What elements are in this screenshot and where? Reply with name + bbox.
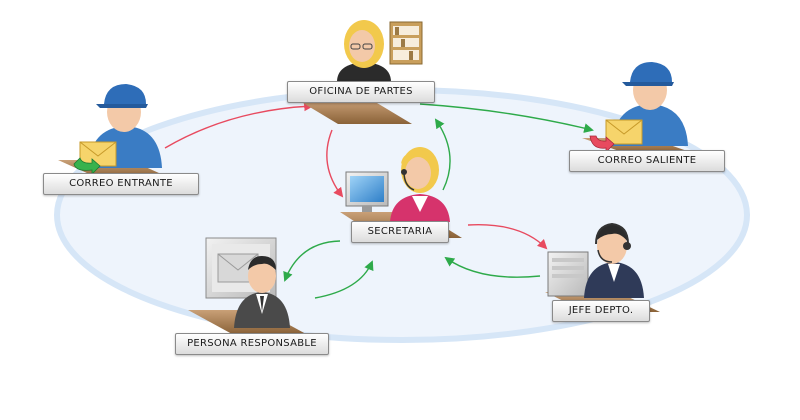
- arrow-oficina-to-saliente: [419, 103, 594, 133]
- label-secretaria: SECRETARIA: [351, 221, 449, 243]
- persona-responsable-node: [188, 237, 306, 334]
- monitor-icon: [345, 171, 389, 212]
- man-headset-icon: [584, 222, 644, 298]
- label-persona-responsable: PERSONA RESPONSABLE: [175, 333, 329, 355]
- woman-headset-icon: [390, 147, 450, 222]
- label-correo-saliente: CORREO SALIENTE: [569, 150, 725, 172]
- arrow-entrante-to-oficina: [164, 101, 314, 149]
- businessman-icon: [234, 256, 290, 328]
- arrow-secretaria-to-oficina: [434, 118, 451, 191]
- courier-icon: [612, 62, 688, 146]
- label-jefe-depto: JEFE DEPTO.: [552, 300, 650, 322]
- arrow-jefe-to-secretaria: [444, 256, 541, 278]
- correo-saliente-node: [582, 62, 690, 153]
- oficina-de-partes-node: [298, 20, 423, 124]
- label-oficina-de-partes: OFICINA DE PARTES: [287, 81, 435, 103]
- envelope-icon: [605, 119, 643, 145]
- monitor-back-icon: [547, 251, 589, 297]
- outgoing-arrow-icon: [589, 135, 615, 153]
- label-correo-entrante: CORREO ENTRANTE: [43, 173, 199, 195]
- correo-entrante-node: [58, 84, 170, 178]
- arrow-secretaria-to-jefe: [467, 223, 548, 250]
- bookshelf-icon: [389, 21, 423, 65]
- arrow-responsable-to-secretaria: [314, 260, 374, 299]
- woman-icon: [337, 20, 391, 82]
- arrow-oficina-to-secretaria: [326, 129, 344, 198]
- envelope-icon: [79, 141, 117, 167]
- arrow-secretaria-to-responsable: [283, 240, 341, 282]
- incoming-arrow-icon: [73, 157, 101, 175]
